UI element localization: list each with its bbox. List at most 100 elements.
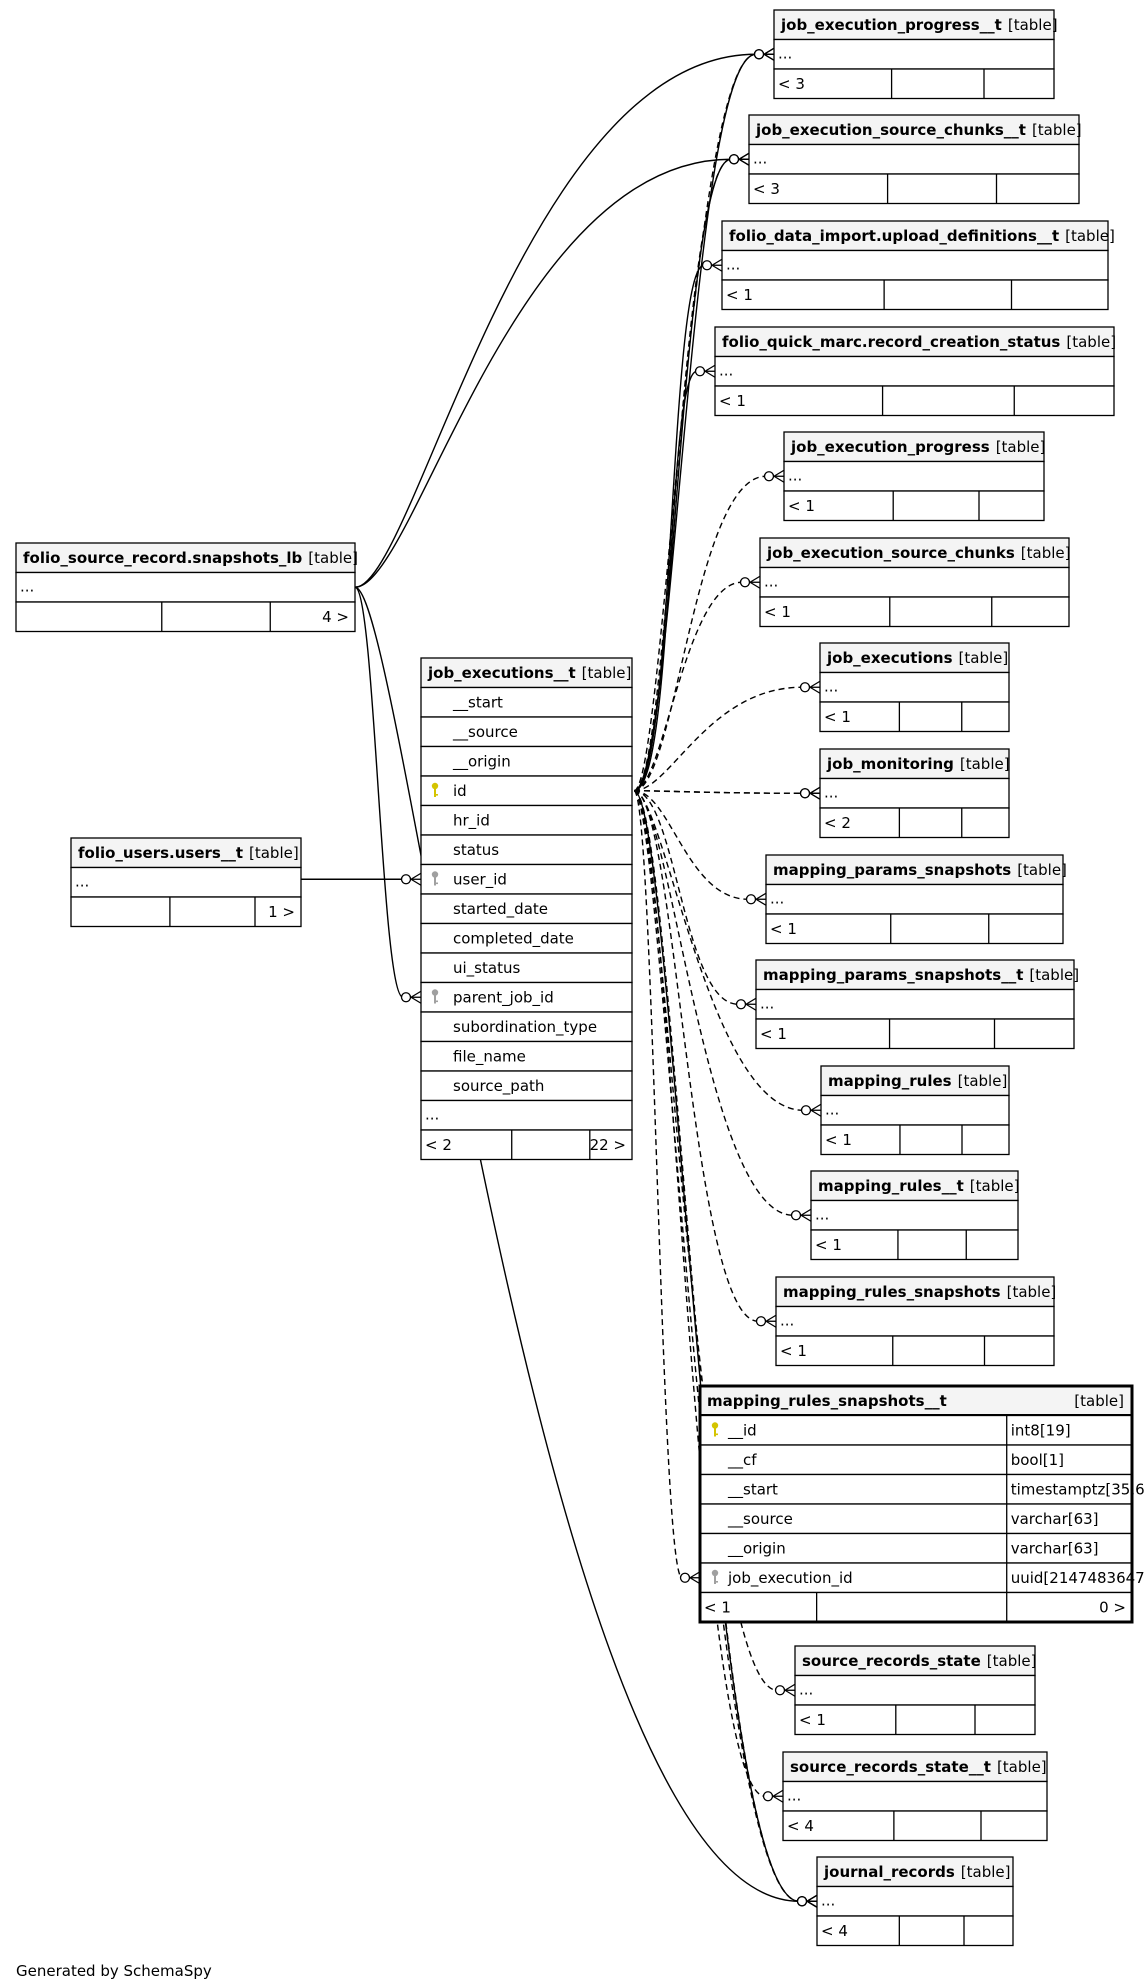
column-name: ...: [20, 578, 34, 596]
table-name: mapping_rules__t: [818, 1177, 964, 1195]
table-header: [70, 837, 302, 869]
table-footer: [420, 1129, 633, 1161]
column-name: ui_status: [453, 959, 520, 978]
parent-count-label: 0 >: [1099, 1599, 1126, 1617]
crowfoot-marker: [753, 47, 775, 61]
column-row: [819, 777, 1010, 809]
table-type-label: [table]: [249, 844, 299, 862]
table-je[interactable]: job_executions[table]...< 1: [819, 642, 1010, 733]
table-name: folio_source_record.snapshots_lb: [23, 549, 303, 567]
table-jm[interactable]: job_monitoring[table]...< 2: [819, 748, 1010, 839]
column-name: ...: [788, 467, 802, 485]
table-jesc[interactable]: job_execution_source_chunks[table]...< 1: [759, 537, 1070, 628]
column-row: [420, 981, 633, 1013]
table-mps-t[interactable]: mapping_params_snapshots__t[table]...< 1: [755, 959, 1079, 1050]
child-count-label: < 2: [824, 814, 851, 832]
table-footer: [773, 68, 1055, 100]
table-name: folio_users.users__t: [78, 844, 243, 862]
table-jesc-t[interactable]: job_execution_source_chunks__t[table]...…: [748, 114, 1082, 205]
table-fu-users[interactable]: folio_users.users__t[table]...1 >: [70, 837, 302, 928]
primary-key-icon: [431, 782, 439, 797]
column-name: completed_date: [453, 930, 574, 949]
relationship-line: [633, 790, 683, 1579]
table-name: job_execution_source_chunks: [766, 544, 1015, 562]
column-name: job_execution_id: [727, 1569, 853, 1588]
table-je-t[interactable]: job_executions__t[table]__start__source_…: [420, 657, 633, 1161]
crowfoot-marker: [763, 469, 785, 483]
relationship-line: [354, 586, 404, 998]
column-name: id: [453, 782, 467, 800]
column-row: [759, 566, 1070, 598]
table-fqm-rcs[interactable]: folio_quick_marc.record_creation_status[…: [714, 326, 1116, 417]
table-footer: [816, 1915, 1014, 1947]
column-row: [783, 460, 1045, 492]
column-name: user_id: [453, 871, 507, 890]
column-name: ...: [778, 45, 792, 63]
crowfoot-marker: [774, 1683, 796, 1697]
crowfoot-marker: [762, 1789, 784, 1803]
table-jep[interactable]: job_execution_progress[table]...< 1: [783, 431, 1045, 522]
table-mps[interactable]: mapping_params_snapshots[table]...< 1: [765, 854, 1067, 945]
relationship-line: [633, 790, 778, 1691]
table-footer: [699, 1591, 1133, 1623]
table-header: [15, 542, 356, 574]
column-row: [765, 883, 1064, 915]
table-fdi-ud-t[interactable]: folio_data_import.upload_definitions__t[…: [721, 220, 1115, 311]
table-srs[interactable]: source_records_state[table]...< 1: [794, 1645, 1036, 1736]
column-name: subordination_type: [453, 1018, 597, 1037]
child-count-label: < 1: [719, 392, 746, 410]
table-jr[interactable]: journal_records[table]...< 4: [816, 1856, 1014, 1947]
table-srs-t[interactable]: source_records_state__t[table]...< 4: [782, 1751, 1048, 1842]
parent-count-label: 22 >: [590, 1136, 626, 1154]
table-fsr-snap[interactable]: folio_source_record.snapshots_lb[table].…: [15, 542, 358, 633]
relationship-line: [354, 158, 732, 588]
table-name: source_records_state__t: [790, 1758, 991, 1776]
relationship-line: [633, 53, 757, 792]
relationship-line: [633, 790, 794, 1216]
column-row: [755, 988, 1075, 1020]
table-name: job_executions__t: [427, 664, 576, 682]
child-count-label: < 1: [770, 920, 797, 938]
relationship-line: [633, 475, 767, 792]
table-header: [420, 657, 633, 689]
child-count-label: < 1: [704, 1599, 731, 1617]
table-mr[interactable]: mapping_rules[table]...< 1: [820, 1065, 1010, 1156]
column-row: [699, 1532, 1133, 1564]
relationship-line: [633, 686, 803, 792]
child-count-label: < 1: [760, 1025, 787, 1043]
table-type-label: [table]: [1008, 16, 1058, 34]
column-row: [420, 716, 633, 748]
column-name: ...: [780, 1312, 794, 1330]
column-row: [794, 1674, 1036, 1706]
relationship-line: [633, 790, 749, 900]
column-name: ...: [770, 890, 784, 908]
crowfoot-marker: [799, 786, 821, 800]
child-count-label: < 2: [425, 1136, 452, 1154]
table-type-label: [table]: [970, 1177, 1020, 1195]
table-mr-t[interactable]: mapping_rules__t[table]...< 1: [810, 1170, 1020, 1261]
child-count-label: < 1: [824, 708, 851, 726]
table-mrs[interactable]: mapping_rules_snapshots[table]...< 1: [775, 1276, 1057, 1367]
crowfoot-marker: [745, 892, 767, 906]
table-footer: [775, 1335, 1055, 1367]
table-type-label: [table]: [582, 664, 632, 682]
column-name: parent_job_id: [453, 989, 554, 1008]
table-type-label: [table]: [1007, 1283, 1057, 1301]
column-row: [810, 1199, 1019, 1231]
column-name: ...: [75, 873, 89, 891]
relationship-line: [633, 581, 743, 792]
column-row: [699, 1444, 1133, 1476]
relationship-line: [633, 790, 800, 1902]
crowfoot-marker: [735, 997, 757, 1011]
column-row: [721, 249, 1109, 281]
table-jep-t[interactable]: job_execution_progress__t[table]...< 3: [773, 9, 1058, 100]
column-name: __id: [727, 1422, 757, 1441]
table-type-label: [table]: [1032, 121, 1082, 139]
column-name: __source: [452, 723, 518, 742]
column-row: [420, 1070, 633, 1102]
crowfoot-marker: [694, 364, 716, 378]
table-name: mapping_params_snapshots__t: [763, 966, 1023, 984]
table-name: job_execution_progress__t: [780, 16, 1002, 34]
relationship-line: [354, 53, 757, 588]
